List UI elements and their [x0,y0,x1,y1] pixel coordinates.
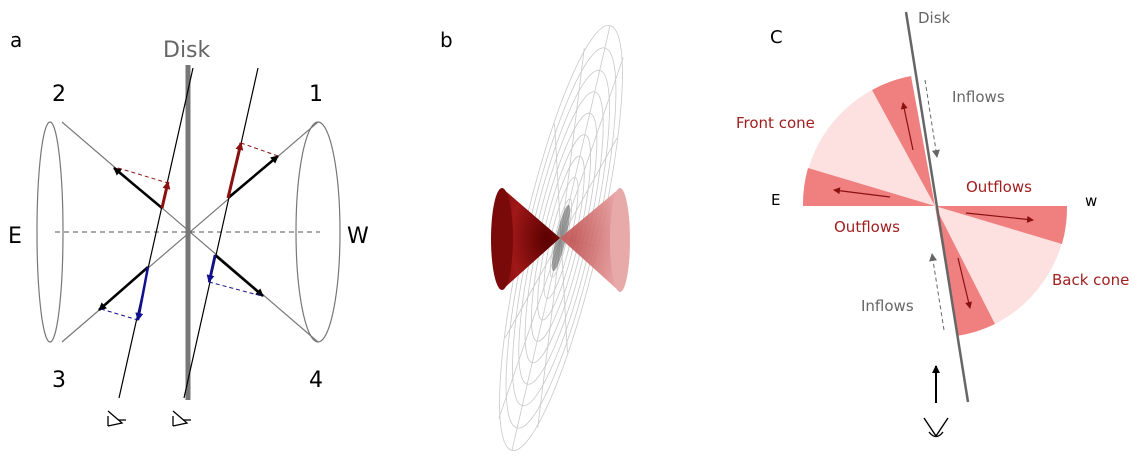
disk-label-c: Disk [918,9,951,27]
outflow-arrow-front-outer [833,187,891,198]
observer-eye-right-icon [172,410,191,427]
panel-c-label: C [770,27,783,48]
cone-label-3: 3 [52,368,66,393]
cone-label-4: 4 [309,368,323,393]
cone-right-b [560,188,630,292]
observer-eye-icon [923,417,949,438]
outflows-label-right: Outflows [966,178,1032,196]
projection-3 [100,308,139,321]
projection-1 [240,142,279,157]
projection-2 [117,167,169,184]
velocity-arrow-3 [98,266,149,311]
front-cone-label: Front cone [736,114,815,132]
panel-c: C Disk Inflows Inflows Outflows Outflows… [736,9,1129,438]
line-of-sight-left [118,67,194,399]
outflow-arrow-front-inner [900,102,914,151]
los-arrow-2 [160,181,171,209]
axis-label-w-c: w [1085,192,1097,210]
disk-label-a: Disk [163,38,211,63]
los-arrow-4 [206,254,217,283]
observer-eye-left-icon [107,410,126,427]
velocity-arrow-2 [113,167,163,209]
back-cone-outer-sector [935,206,1068,244]
velocity-arrow-1 [227,155,279,199]
los-arrow-1 [226,142,244,199]
panel-b: b [440,25,630,451]
panel-a: a Disk 2 1 3 4 E W [8,28,369,427]
line-of-sight-right [183,67,259,399]
velocity-arrow-4 [214,254,264,297]
panel-b-label: b [440,28,453,52]
outflows-label-left: Outflows [834,218,900,236]
panel-a-label: a [10,28,22,52]
axis-label-e-a: E [8,224,22,249]
back-cone-inner-sector [935,206,995,336]
outflow-arrow-back-outer [965,212,1034,223]
cone-label-2: 2 [52,82,66,107]
cone-label-1: 1 [309,82,323,107]
projection-4 [208,281,263,297]
inflows-label-top: Inflows [952,88,1005,106]
front-cone-inner-sector [872,76,935,206]
axis-label-e-c: E [771,191,780,209]
front-cone-outer-sector [802,168,935,206]
los-arrow-3 [135,266,150,321]
inflows-label-bottom: Inflows [861,297,914,315]
inflow-arrow-bottom [929,253,945,331]
inflow-arrow-top [924,79,940,158]
back-cone-label: Back cone [1052,271,1129,289]
disk-c [904,11,970,403]
axis-label-w-a: W [347,224,369,249]
outflow-arrow-back-inner [957,257,973,309]
cone-left-b [491,188,560,290]
